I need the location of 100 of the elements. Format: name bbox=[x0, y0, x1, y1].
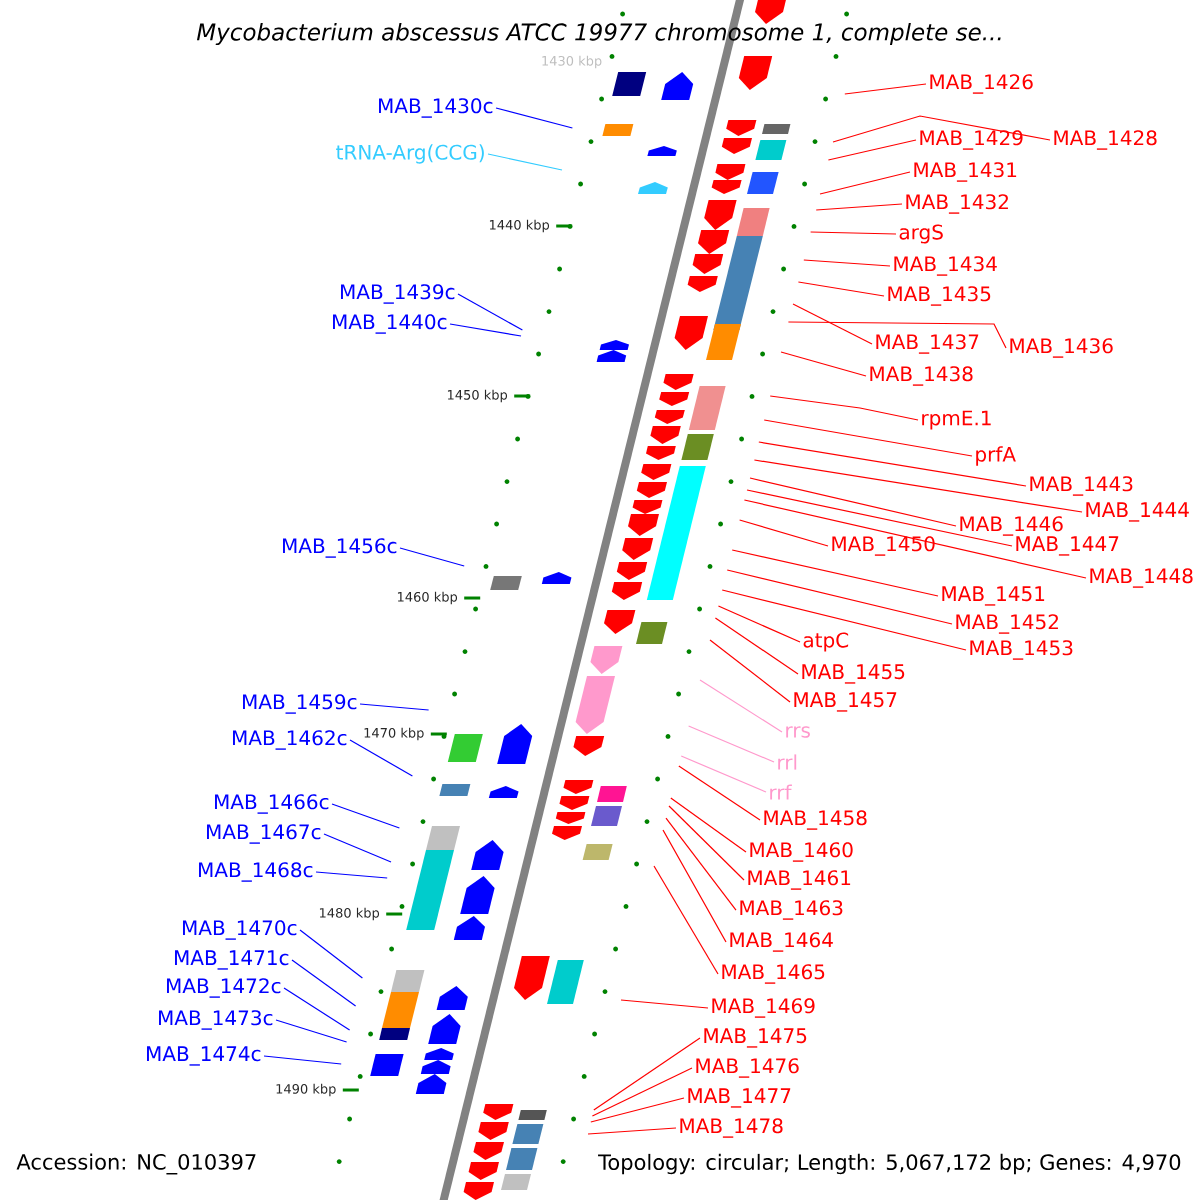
gene-label: MAB_1440c bbox=[333, 314, 447, 334]
leader-line bbox=[591, 1067, 693, 1117]
leader-line bbox=[746, 489, 1013, 547]
leader-line bbox=[792, 303, 873, 345]
leader-line bbox=[678, 765, 761, 821]
leader-line bbox=[291, 959, 357, 1007]
leader-line bbox=[763, 419, 973, 457]
gene-label: MAB_1426 bbox=[930, 74, 1033, 94]
gene-label: MAB_1471c bbox=[175, 950, 289, 970]
leader-line bbox=[827, 139, 917, 161]
leader-line bbox=[810, 231, 897, 235]
gene-label: MAB_1473c bbox=[159, 1010, 273, 1030]
gene-label: MAB_1475 bbox=[704, 1028, 807, 1048]
title: Mycobacterium abscessus ATCC 19977 chromosome 1, complete se... bbox=[196, 22, 1001, 46]
leader-line bbox=[780, 351, 867, 377]
gene-label: MAB_1458 bbox=[764, 810, 867, 830]
gene-label: MAB_1430c bbox=[379, 98, 493, 118]
gene-label: MAB_1437 bbox=[876, 334, 979, 354]
gene-label: MAB_1448 bbox=[1090, 568, 1193, 588]
gene-label: MAB_1453 bbox=[970, 640, 1073, 660]
gene-label: MAB_1467c bbox=[207, 824, 321, 844]
gene-label: MAB_1477 bbox=[688, 1088, 791, 1108]
gene-label: MAB_1474c bbox=[147, 1046, 261, 1066]
gene-label: MAB_1434 bbox=[894, 256, 997, 276]
leader-line bbox=[717, 605, 801, 643]
gene-label: MAB_1446 bbox=[960, 516, 1063, 536]
leader-line bbox=[721, 589, 967, 651]
gene-label: MAB_1464 bbox=[730, 932, 833, 952]
leader-line bbox=[758, 441, 1027, 487]
gene-label: MAB_1462c bbox=[233, 730, 347, 750]
gene-label: rpmE.1 bbox=[922, 410, 991, 430]
gene-label: rrf bbox=[770, 784, 792, 800]
leader-line bbox=[819, 171, 911, 195]
gene-label: MAB_1438 bbox=[870, 366, 973, 386]
gene-label: MAB_1476 bbox=[696, 1058, 799, 1078]
leader-line bbox=[743, 499, 1087, 579]
leader-line bbox=[753, 459, 1083, 513]
gene-label: MAB_1459c bbox=[243, 694, 357, 714]
leader-line bbox=[283, 987, 351, 1031]
leader-line bbox=[670, 797, 747, 853]
leader-line bbox=[668, 805, 745, 881]
leader-line bbox=[653, 865, 719, 975]
gene-label: MAB_1429 bbox=[920, 130, 1023, 150]
gene-label: prfA bbox=[976, 446, 1016, 466]
leader-line bbox=[449, 323, 522, 337]
gene-label: MAB_1478 bbox=[680, 1118, 783, 1138]
gene-label: MAB_1461 bbox=[748, 870, 851, 890]
gene-label: MAB_1466c bbox=[215, 794, 329, 814]
leader-line bbox=[749, 477, 957, 527]
leader-line bbox=[593, 1037, 701, 1111]
gene-label: MAB_1469 bbox=[712, 998, 815, 1018]
leader-line bbox=[275, 1019, 348, 1043]
gene-label: MAB_1456c bbox=[283, 538, 397, 558]
gene-label: MAB_1452 bbox=[956, 614, 1058, 634]
leader-line bbox=[699, 679, 783, 733]
leader-line bbox=[709, 639, 791, 703]
leader-line bbox=[815, 203, 903, 211]
leader-line bbox=[263, 1055, 342, 1065]
gene-label: MAB_1439c bbox=[341, 284, 455, 304]
gene-label: MAB_1455 bbox=[802, 664, 905, 684]
leader-line bbox=[495, 107, 573, 129]
leader-line bbox=[797, 281, 885, 297]
gene-label: MAB_1450 bbox=[832, 536, 935, 556]
gene-label: MAB_1465 bbox=[722, 964, 825, 984]
leader-line bbox=[349, 739, 413, 777]
leader-line bbox=[399, 547, 465, 567]
leader-line bbox=[457, 293, 523, 331]
leader-line bbox=[680, 755, 767, 793]
gene-label: MAB_1435 bbox=[888, 286, 991, 306]
gene-label: MAB_1436 bbox=[1010, 338, 1113, 358]
leader-line bbox=[331, 803, 400, 829]
leader-line bbox=[803, 259, 891, 267]
gene-label: rrl bbox=[778, 754, 797, 770]
gene-label: MAB_1432 bbox=[906, 194, 1008, 214]
leader-line bbox=[299, 929, 363, 979]
leader-line bbox=[832, 115, 1051, 143]
gene-label: MAB_1460 bbox=[750, 842, 853, 862]
info-text: Accession: NC_010397 bbox=[14, 1151, 260, 1177]
leader-line bbox=[323, 833, 392, 863]
leader-line bbox=[688, 725, 775, 763]
gene-label: MAB_1443 bbox=[1030, 476, 1133, 496]
gene-label: MAB_1444 bbox=[1086, 502, 1189, 522]
leader-line bbox=[487, 153, 563, 171]
leader-line bbox=[587, 1127, 677, 1135]
leader-line bbox=[590, 1097, 685, 1123]
info-text: Topology: circular; Length: 5,067,172 bp; Genes: 4,970 bbox=[596, 1151, 1184, 1177]
leader-line bbox=[726, 569, 953, 625]
gene-label: MAB_1463 bbox=[740, 900, 843, 920]
leader-line bbox=[315, 871, 388, 879]
gene-label: MAB_1428 bbox=[1054, 130, 1157, 150]
gene-label: atpC bbox=[803, 632, 849, 652]
leader-line bbox=[714, 617, 799, 675]
leader-line bbox=[739, 519, 829, 547]
gene-label: rrs bbox=[786, 726, 810, 738]
gene-label: MAB_1431 bbox=[914, 162, 1017, 182]
leader-line bbox=[662, 829, 727, 943]
leader-line bbox=[665, 817, 737, 911]
leader-line bbox=[787, 321, 1007, 349]
leader-line bbox=[620, 999, 709, 1009]
gene-label: tRNA-Arg(CCG) bbox=[336, 144, 484, 164]
